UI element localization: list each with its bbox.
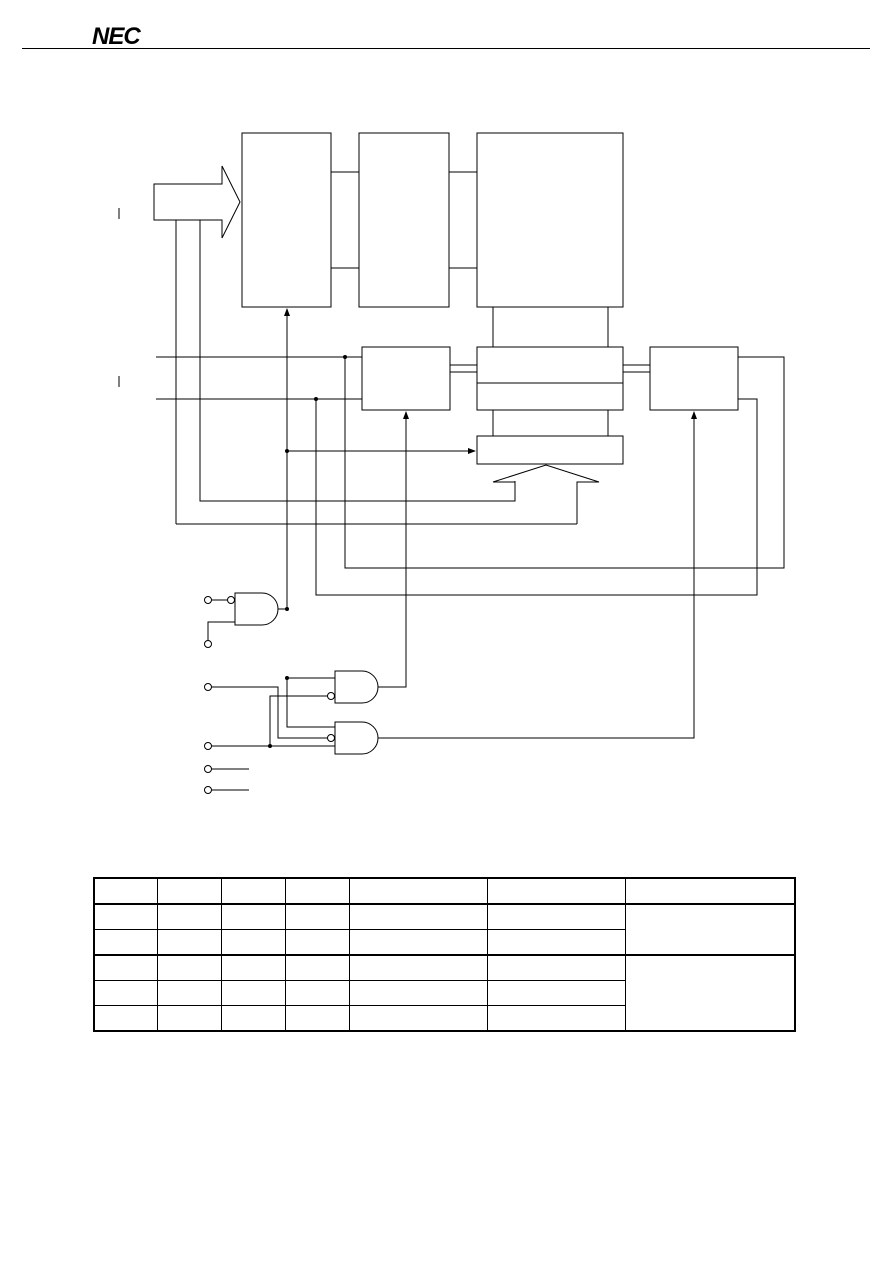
- pin-oe: [204, 742, 212, 750]
- table-header-cell: [486, 877, 626, 905]
- output-data-buffer-block: [649, 346, 739, 411]
- header-rule: [22, 48, 870, 49]
- sense-amp-block: [476, 346, 624, 384]
- table-cell: [220, 980, 286, 1006]
- pin-we: [204, 683, 212, 691]
- table-cell: [486, 1005, 626, 1032]
- table-cell: [486, 954, 626, 981]
- table-cell-merged: [624, 954, 796, 1032]
- table-cell: [486, 929, 626, 956]
- nec-logo: NEC: [92, 23, 141, 50]
- column-address-arrow: [492, 464, 600, 524]
- table-row: [93, 1005, 795, 1032]
- table-cell: [220, 954, 286, 981]
- inversion-bubble-ce: [227, 596, 235, 604]
- table-cell: [93, 929, 158, 956]
- decoder-block: [358, 132, 450, 308]
- table-cell: [156, 1005, 222, 1032]
- address-bus-return: [199, 219, 516, 502]
- table-cell: [348, 903, 488, 930]
- table-cell: [156, 954, 222, 981]
- pin-cs2: [204, 640, 212, 648]
- table-cell: [284, 980, 350, 1006]
- pin-gnd: [204, 786, 212, 794]
- table-row: [93, 980, 795, 1006]
- pin-vcc: [204, 765, 212, 773]
- table-header-cell: [624, 877, 796, 905]
- wire-ce-to-read: [286, 678, 335, 728]
- input-data-buffer-block: [361, 346, 451, 411]
- memory-array-block: [476, 132, 624, 308]
- wire-cs2: [207, 621, 235, 641]
- output-loop-outer: [344, 356, 785, 569]
- table-cell-merged: [624, 903, 796, 956]
- table-header-cell: [220, 877, 286, 905]
- table-cell: [284, 903, 350, 930]
- table-cell: [220, 1005, 286, 1032]
- table-cell: [156, 929, 222, 956]
- table-cell: [348, 929, 488, 956]
- table-cell: [93, 903, 158, 930]
- table-cell: [93, 980, 158, 1006]
- table-cell: [486, 980, 626, 1006]
- table-header-cell: [348, 877, 488, 905]
- address-buffer-block: [241, 132, 332, 308]
- inversion-bubble-read: [327, 734, 335, 742]
- junction-oe: [268, 744, 272, 748]
- and-gate-write: [334, 670, 379, 704]
- table-cell: [220, 903, 286, 930]
- output-loop-inner: [315, 398, 758, 596]
- wire-oe-to-write: [269, 695, 328, 745]
- wire-we: [211, 686, 328, 739]
- table-cell: [220, 929, 286, 956]
- table-cell: [284, 954, 350, 981]
- table-row: [93, 929, 795, 956]
- table-cell: [348, 980, 488, 1006]
- address-bus-arrow: [153, 165, 241, 239]
- table-cell: [93, 954, 158, 981]
- junction-ce-451: [285, 449, 289, 453]
- table-header-cell: [93, 877, 158, 905]
- table-cell: [284, 1005, 350, 1032]
- truth-table: [93, 877, 796, 1032]
- table-cell: [348, 1005, 488, 1032]
- table-cell: [156, 980, 222, 1006]
- column-select-block: [476, 382, 624, 411]
- table-cell: [93, 1005, 158, 1032]
- pin-cs1: [204, 596, 212, 604]
- oe-control-line: [378, 411, 697, 739]
- junction-ce-out: [285, 607, 289, 611]
- column-decoder-block: [476, 435, 624, 465]
- inversion-bubble-write: [327, 692, 335, 700]
- truth-table-header: [93, 877, 796, 905]
- table-cell: [284, 929, 350, 956]
- table-row: [93, 903, 796, 956]
- table-cell: [486, 903, 626, 930]
- and-gate-ce: [234, 592, 279, 626]
- table-header-cell: [284, 877, 350, 905]
- table-header-cell: [156, 877, 222, 905]
- table-cell: [348, 954, 488, 981]
- and-gate-read: [334, 721, 379, 755]
- table-row: [93, 954, 796, 1032]
- we-control-line: [378, 411, 409, 688]
- table-cell: [156, 903, 222, 930]
